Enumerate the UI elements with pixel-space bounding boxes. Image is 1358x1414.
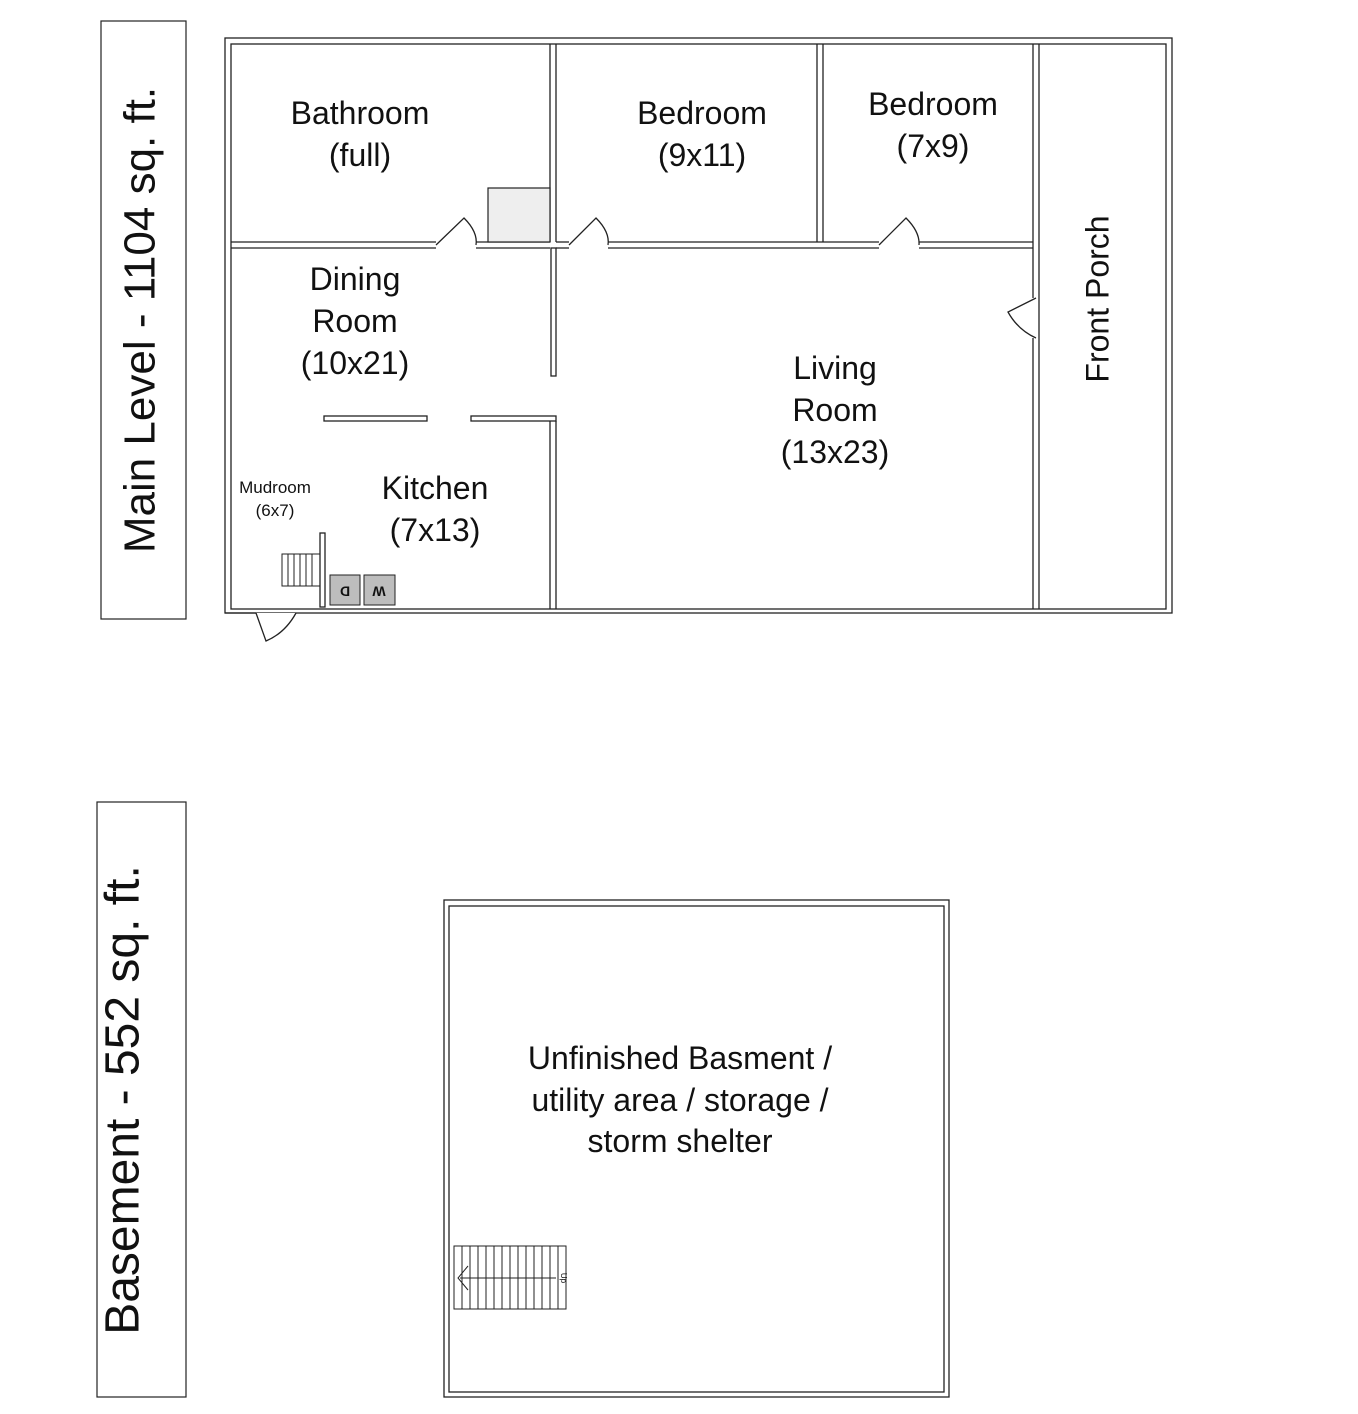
mudroom-name: Mudroom: [239, 478, 311, 497]
kitchen-size: (7x13): [390, 512, 481, 548]
front-door-icon: [1007, 297, 1037, 339]
dining-room-name-1: Dining: [310, 261, 401, 297]
main-level-plan: [224, 37, 1173, 614]
main-level-title: Main Level - 1104 sq. ft.: [116, 87, 165, 553]
basement-stair-label: Up: [559, 1273, 568, 1284]
dryer-label: D: [340, 583, 350, 599]
bathroom-closet: [487, 187, 551, 243]
basement-wall-inner: [448, 905, 945, 1393]
basement-title: Basement - 552 sq. ft.: [97, 865, 150, 1335]
outer-wall-outer: [224, 37, 1173, 614]
outer-wall-inner: [230, 43, 1167, 610]
front-porch-name: Front Porch: [1079, 215, 1115, 382]
bathroom-size: (full): [329, 137, 391, 173]
living-room-name-1: Living: [793, 350, 877, 386]
basement-labels: Unfinished Basment / utility area / stor…: [528, 1040, 832, 1159]
bedroom-2-door-icon: [878, 217, 920, 246]
bathroom-door-icon: [435, 217, 477, 246]
basement-stairs-icon: [453, 1245, 567, 1310]
dining-room-name-2: Room: [312, 303, 397, 339]
main-level-doors: [255, 217, 1037, 642]
basement-plan: [443, 899, 950, 1398]
mudroom-stairs-icon: [281, 553, 321, 587]
basement-area-line-3: storm shelter: [588, 1123, 773, 1159]
bedroom-2-size: (7x9): [897, 128, 970, 164]
living-room-name-2: Room: [792, 392, 877, 428]
basement-area-line-2: utility area / storage /: [531, 1082, 828, 1118]
bathroom-name: Bathroom: [291, 95, 430, 131]
stair-arrow-head-icon: [457, 1265, 469, 1291]
back-door-icon: [255, 612, 297, 642]
main-level-title-box: Main Level - 1104 sq. ft.: [100, 20, 187, 620]
dryer-icon: D: [329, 574, 361, 606]
bedroom-1-door-icon: [568, 217, 609, 246]
dining-room-size: (10x21): [301, 345, 410, 381]
washer-label: W: [372, 583, 386, 599]
main-level-labels: Bathroom (full) Bedroom (9x11) Bedroom (…: [239, 86, 998, 548]
bedroom-1-name: Bedroom: [637, 95, 767, 131]
basement-title-box: Basement - 552 sq. ft.: [96, 801, 187, 1398]
bedroom-2-name: Bedroom: [868, 86, 998, 122]
mudroom-size: (6x7): [256, 501, 295, 520]
basement-wall-outer: [443, 899, 950, 1398]
kitchen-name: Kitchen: [382, 470, 489, 506]
bedroom-1-size: (9x11): [658, 137, 746, 173]
basement-area-line-1: Unfinished Basment /: [528, 1040, 832, 1076]
washer-icon: W: [363, 574, 396, 606]
living-room-size: (13x23): [781, 434, 890, 470]
